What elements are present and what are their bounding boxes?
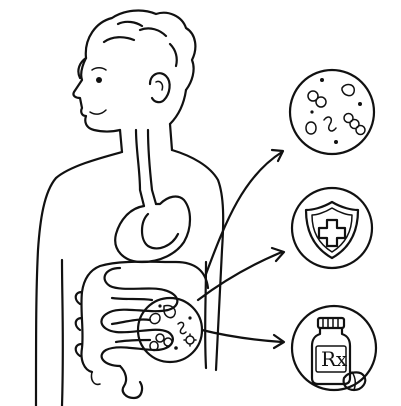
ear-inner — [156, 81, 163, 90]
dot-2 — [158, 304, 161, 307]
appendix — [91, 372, 100, 384]
bacteria-dot-2 — [358, 102, 362, 106]
callout-shield — [292, 188, 372, 268]
rx-label: Rx — [321, 347, 348, 371]
bacterium-spiral — [178, 322, 186, 333]
callout-medicine: Rx — [292, 306, 376, 390]
mouth — [90, 110, 106, 114]
esophagus — [136, 130, 156, 206]
bacteria-dot-1 — [320, 78, 324, 82]
ear — [150, 73, 170, 102]
bottle-cap — [318, 318, 344, 328]
neck-back — [170, 124, 172, 150]
dot-3 — [188, 316, 191, 319]
small-intestine — [101, 268, 177, 366]
medicine-bottle-icon: Rx — [312, 318, 365, 390]
head-back — [170, 90, 186, 124]
person-figure — [36, 11, 223, 406]
hair — [78, 11, 195, 90]
capsule-icon — [344, 372, 366, 390]
right-shoulder-arm — [172, 150, 223, 370]
arrow-to-bacteria — [206, 152, 282, 274]
stomach — [115, 197, 190, 262]
bacteria-chain-1 — [308, 91, 326, 107]
virus-particle — [184, 334, 196, 346]
callout-bacteria-circle — [290, 70, 374, 154]
callout-arrows — [198, 150, 284, 348]
cap-ridges — [323, 319, 338, 327]
bacterium-rod-2 — [164, 306, 175, 318]
bacterium-rod-1 — [150, 314, 160, 324]
callout-bacteria — [290, 70, 374, 154]
bacteria-dot-3 — [334, 140, 338, 144]
dot-1 — [174, 346, 178, 350]
arrow-to-medicine — [202, 330, 282, 342]
bacteria-chain-2 — [344, 114, 365, 135]
eyebrow — [92, 68, 106, 70]
bacteria-rod-2 — [306, 122, 316, 134]
capsule-split — [352, 372, 355, 390]
left-shoulder-arm — [36, 152, 122, 406]
eye — [96, 77, 102, 83]
callout-shield-circle — [292, 188, 372, 268]
bacteria-icon — [306, 78, 365, 144]
medical-cross — [319, 220, 345, 246]
bacteria-spiral-1 — [324, 117, 336, 131]
face-profile — [73, 58, 120, 132]
digestive-system — [76, 130, 208, 398]
left-arm-inner — [62, 260, 63, 406]
rectum — [120, 366, 142, 398]
bacteria-dot-4 — [310, 110, 313, 113]
bacteria-rod-1 — [342, 85, 354, 96]
neck-front — [120, 130, 122, 152]
shield-cross-icon — [306, 202, 358, 258]
